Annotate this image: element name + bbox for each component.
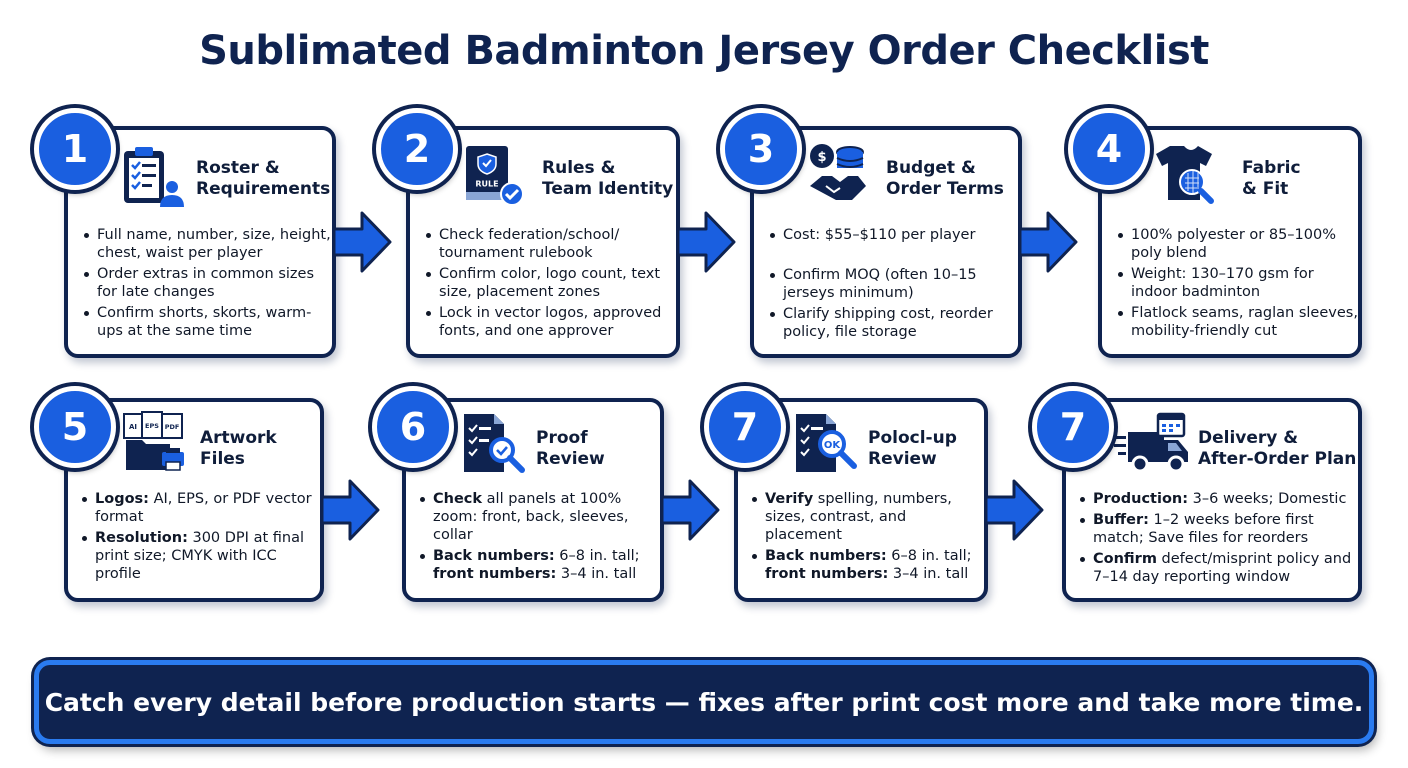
arrow-right-icon xyxy=(676,211,736,273)
step-badge: 3 xyxy=(720,108,802,190)
footer-banner: Catch every detail before production sta… xyxy=(34,660,1374,744)
svg-text:$: $ xyxy=(817,150,826,165)
step-badge: 7 xyxy=(1032,386,1114,468)
bullet-list: 100% polyester or 85–100% poly blend Wei… xyxy=(1118,226,1358,343)
svg-text:EPS: EPS xyxy=(145,422,159,430)
list-item: Order extras in common sizes for late ch… xyxy=(84,265,332,301)
list-item: Confirm color, logo count, text size, pl… xyxy=(426,265,674,301)
arrow-right-icon xyxy=(660,479,720,541)
svg-text:PDF: PDF xyxy=(165,423,180,431)
list-item: Confirm MOQ (often 10–15 jerseys minimum… xyxy=(770,266,1014,302)
list-item: Production: 3–6 weeks; Domestic xyxy=(1080,490,1358,508)
rulebook-icon: RULE xyxy=(466,146,524,206)
card-title: Polocl-up Review xyxy=(868,428,957,469)
shirt-magnifier-icon xyxy=(1156,146,1214,204)
step-badge: 1 xyxy=(34,108,116,190)
bullet-list: Verify spelling, numbers, sizes, contras… xyxy=(752,490,984,586)
arrow-right-icon xyxy=(320,479,380,541)
step-badge: 6 xyxy=(372,386,454,468)
card-title: Artwork Files xyxy=(200,428,277,469)
list-item: Lock in vector logos, approved fonts, an… xyxy=(426,304,674,340)
bullet-list: Check federation/school/ tournament rule… xyxy=(426,226,674,343)
bullet-list: Full name, number, size, height, chest, … xyxy=(84,226,332,343)
list-item: Logos: AI, EPS, or PDF vector format xyxy=(82,490,318,526)
page-title: Sublimated Badminton Jersey Order Checkl… xyxy=(199,28,1209,74)
step-badge: 2 xyxy=(376,108,458,190)
svg-text:AI: AI xyxy=(129,423,137,431)
card-title: Delivery & After-Order Plan xyxy=(1198,428,1357,469)
list-item: Resolution: 300 DPI at final print size;… xyxy=(82,529,318,583)
card-title: Roster & Requirements xyxy=(196,158,331,199)
coins-handshake-icon: $ xyxy=(810,144,866,200)
list-item: Buffer: 1–2 weeks before first match; Sa… xyxy=(1080,511,1358,547)
list-item: Verify spelling, numbers, sizes, contras… xyxy=(752,490,984,544)
list-item: Clarify shipping cost, reorder policy, f… xyxy=(770,305,1014,341)
step-badge: 7 xyxy=(704,386,786,468)
list-item: Check federation/school/ tournament rule… xyxy=(426,226,674,262)
bullet-list: Cost: $55–$110 per player Confirm MOQ (o… xyxy=(770,226,1014,344)
document-magnifier-icon xyxy=(464,414,525,473)
arrow-right-icon xyxy=(984,479,1044,541)
clipboard-checklist-icon xyxy=(124,147,184,207)
card-title: Budget & Order Terms xyxy=(886,158,1004,199)
files-folder-printer-icon: AI EPS PDF xyxy=(123,411,184,471)
list-item: Full name, number, size, height, chest, … xyxy=(84,226,332,262)
list-item: Check all panels at 100% zoom: front, ba… xyxy=(420,490,658,544)
delivery-truck-calendar-icon xyxy=(1114,412,1188,473)
svg-text:OK: OK xyxy=(824,440,842,451)
bullet-list: Production: 3–6 weeks; Domestic Buffer: … xyxy=(1080,490,1358,589)
card-title: Fabric & Fit xyxy=(1242,158,1301,199)
arrow-right-icon xyxy=(1018,211,1078,273)
card-title: Proof Review xyxy=(536,428,605,469)
svg-text:RULE: RULE xyxy=(475,180,498,189)
bullet-list: Logos: AI, EPS, or PDF vector format Res… xyxy=(82,490,318,586)
list-item: Confirm shorts, skorts, warm-ups at the … xyxy=(84,304,332,340)
list-item: Weight: 130–170 gsm for indoor badminton xyxy=(1118,265,1358,301)
bullet-list: Check all panels at 100% zoom: front, ba… xyxy=(420,490,658,586)
card-title: Rules & Team Identity xyxy=(542,158,674,199)
step-badge: 5 xyxy=(34,386,116,468)
list-item: Back numbers: 6–8 in. tall; front number… xyxy=(420,547,658,583)
document-ok-magnifier-icon: OK xyxy=(796,414,857,472)
list-item: 100% polyester or 85–100% poly blend xyxy=(1118,226,1358,262)
list-item: Flatlock seams, raglan sleeves, mobility… xyxy=(1118,304,1358,340)
step-badge: 4 xyxy=(1068,108,1150,190)
list-item: Confirm defect/misprint policy and 7–14 … xyxy=(1080,550,1358,586)
arrow-right-icon xyxy=(332,211,392,273)
list-item: Back numbers: 6–8 in. tall; front number… xyxy=(752,547,984,583)
list-item: Cost: $55–$110 per player xyxy=(770,226,1014,244)
